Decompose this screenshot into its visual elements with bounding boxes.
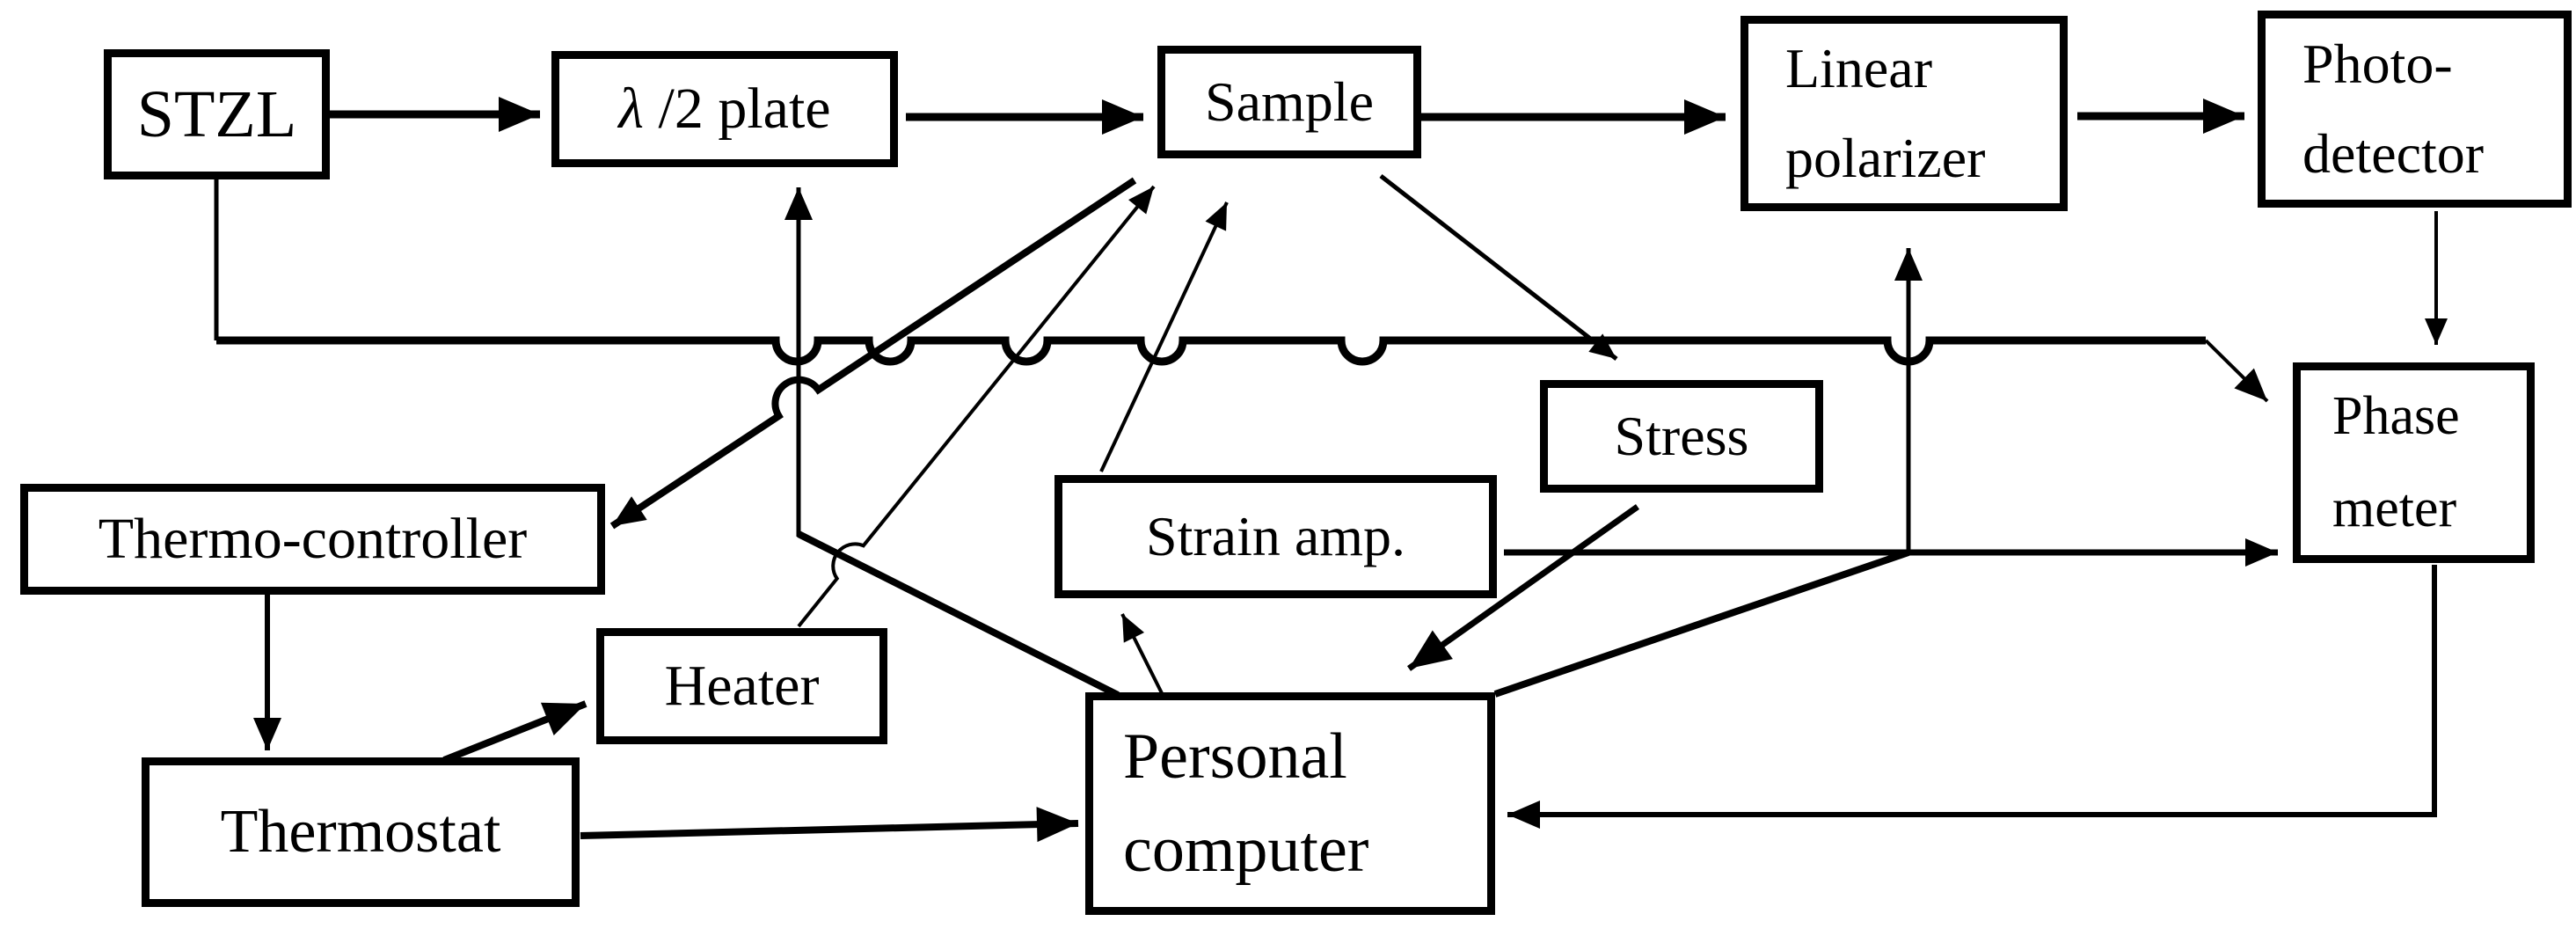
node-thermostat: Thermostat [142,757,580,907]
node-strainamp-label: Strain amp. [1145,505,1406,567]
node-heater: Heater [596,628,887,744]
node-polarizer-line1: Linear [1785,36,1932,99]
arrow-strainamp-to-sample [1099,201,1229,472]
arrow-heater-to-sample [797,185,1156,628]
node-pc-line2: computer [1123,813,1369,886]
line-pc-to-halfwave-diagonal [797,530,1120,698]
line-junction-to-pc [1493,549,1910,698]
arrow-phasemeter-to-pc [1507,565,2437,829]
node-photodetector: Photo- detector [2258,11,2572,208]
arrow-thermostat-to-heater [442,700,587,764]
arrow-bus-to-phasemeter [2204,339,2269,403]
arrow-thermostat-to-pc [580,807,1079,843]
node-personal-computer: Personal computer [1085,692,1495,915]
node-polarizer-line2: polarizer [1785,127,1986,189]
node-stress-label: Stress [1614,405,1749,467]
line-stzl-bus [216,336,2206,366]
node-linear-polarizer: Linear polarizer [1740,16,2068,211]
node-photodetector-line1: Photo- [2302,32,2453,95]
node-phasemeter-line2: meter [2332,479,2457,538]
lambda-symbol: λ [618,77,644,141]
arrow-sample-to-thermocontroller [609,177,1137,530]
node-stzl: STZL [104,49,330,179]
node-thermostat-label: Thermostat [220,798,501,866]
node-halfwave-label: λ /2 plate [618,77,831,141]
node-stress: Stress [1540,380,1823,493]
node-pc-line1: Personal [1123,720,1347,793]
node-sample: Sample [1157,46,1421,158]
node-stzl-label: STZL [136,77,297,151]
node-thermo-controller: Thermo-controller [20,484,605,595]
node-photodetector-line2: detector [2302,122,2485,185]
node-phase-meter: Phase meter [2293,362,2535,563]
node-strain-amp: Strain amp. [1054,475,1497,598]
node-phasemeter-line1: Phase [2332,385,2460,446]
node-halfwave-plate: λ /2 plate [551,51,898,167]
node-thermocontroller-label: Thermo-controller [98,507,528,571]
arrow-stress-to-pc [1406,504,1640,671]
arrow-sample-to-stress [1379,174,1618,361]
arrow-pc-to-strainamp [1120,613,1164,696]
node-sample-label: Sample [1205,70,1374,133]
node-heater-label: Heater [664,654,820,718]
